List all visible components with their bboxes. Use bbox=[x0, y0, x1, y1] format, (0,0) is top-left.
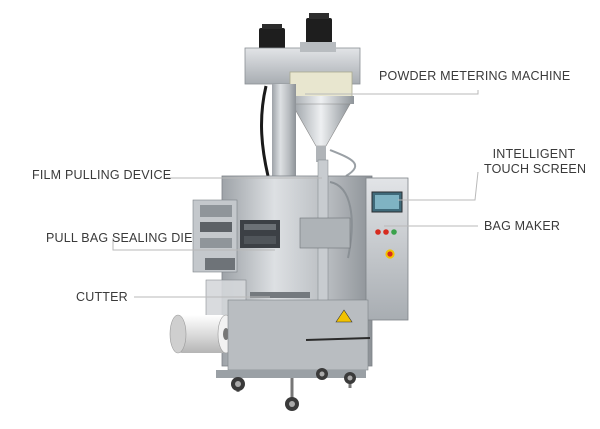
metering-column bbox=[272, 84, 296, 180]
control-button-red bbox=[375, 229, 381, 235]
metering-motor-right bbox=[306, 13, 332, 44]
caster-wheels bbox=[231, 368, 356, 411]
leader-sealing-die bbox=[112, 238, 275, 251]
machine-base bbox=[216, 299, 371, 400]
label-pull-bag-sealing-die: PULL BAG SEALING DIE bbox=[46, 231, 193, 245]
label-intelligent-touch-screen-line2: TOUCH SCREEN bbox=[484, 162, 587, 176]
powder-metering-hopper bbox=[288, 71, 354, 162]
label-intelligent-touch-screen-line1: INTELLIGENT bbox=[492, 147, 576, 161]
warning-sign bbox=[335, 309, 353, 323]
label-bag-maker: BAG MAKER bbox=[484, 219, 561, 233]
emergency-stop-button bbox=[385, 249, 395, 259]
leader-powder-metering bbox=[305, 90, 479, 95]
label-film-pulling-device: FILM PULLING DEVICE bbox=[32, 168, 172, 182]
label-powder-metering-machine: POWDER METERING MACHINE bbox=[379, 69, 571, 83]
leader-touch-screen bbox=[398, 171, 479, 201]
label-intelligent-touch-screen: INTELLIGENT TOUCH SCREEN bbox=[484, 147, 587, 177]
sealing-die bbox=[240, 220, 280, 248]
metering-motor-left bbox=[259, 24, 285, 50]
label-cutter: CUTTER bbox=[76, 290, 128, 304]
control-cabinet bbox=[365, 177, 409, 321]
film-roll bbox=[169, 314, 235, 354]
